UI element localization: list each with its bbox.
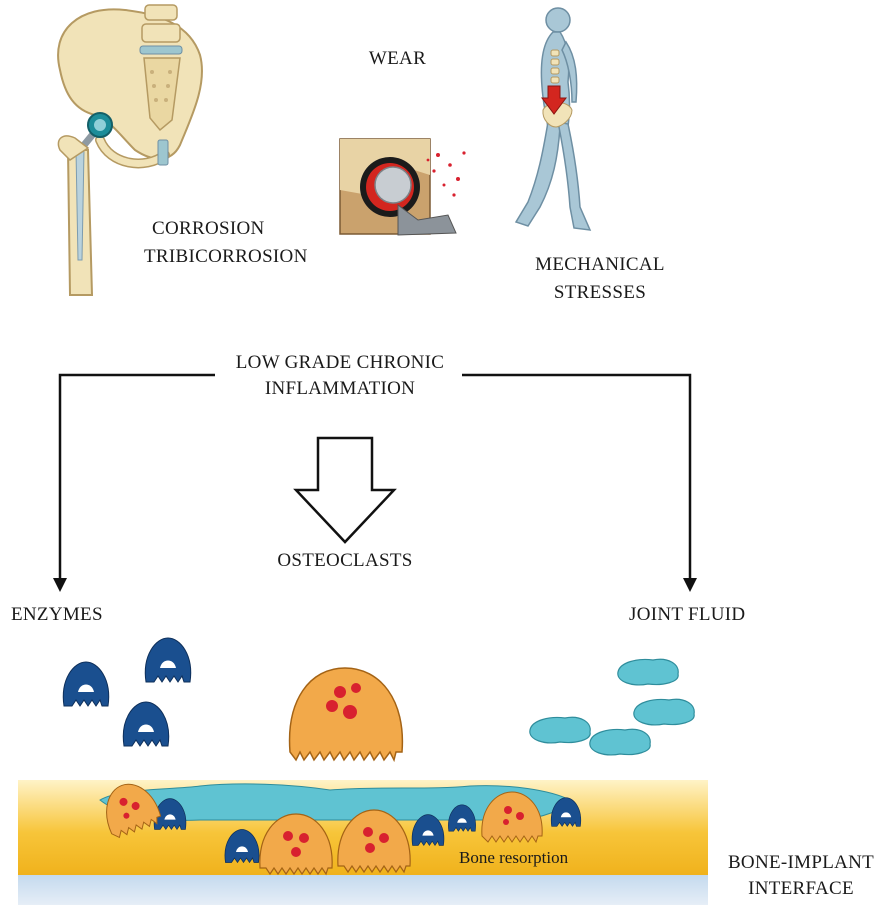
left-arrowhead bbox=[53, 578, 67, 592]
bone-resorption-label: Bone resorption bbox=[459, 848, 568, 868]
osteoclast-down-arrow bbox=[296, 438, 394, 542]
inflammation-line2-label: INFLAMMATION bbox=[210, 376, 470, 401]
enzyme-3 bbox=[123, 702, 168, 746]
wear-label: WEAR bbox=[355, 46, 440, 71]
stresses-label: STRESSES bbox=[500, 280, 700, 305]
joint-fluid-blob-4 bbox=[590, 729, 650, 755]
wear-closeup-illustration bbox=[338, 135, 478, 240]
cells-and-interface bbox=[0, 620, 884, 913]
joint-fluid-blob-3 bbox=[530, 717, 590, 743]
joint-fluid-blob-2 bbox=[634, 699, 694, 725]
right-arrowhead bbox=[683, 578, 697, 592]
enzyme-1 bbox=[63, 662, 108, 706]
implant-interface-layer bbox=[18, 875, 708, 905]
osteoclast-cell bbox=[290, 668, 403, 760]
joint-fluid-blob-1 bbox=[618, 659, 678, 685]
osteoclasts-label: OSTEOCLASTS bbox=[265, 548, 425, 573]
right-connector-line bbox=[462, 375, 690, 582]
left-connector-line bbox=[60, 375, 215, 582]
walking-figure-illustration bbox=[498, 2, 608, 240]
inflammation-line1-label: LOW GRADE CHRONIC bbox=[210, 350, 470, 375]
enzyme-2 bbox=[145, 638, 190, 682]
mechanical-label: MECHANICAL bbox=[500, 252, 700, 277]
tribicorrosion-label: TRIBICORROSION bbox=[144, 244, 308, 269]
corrosion-label: CORROSION bbox=[152, 216, 265, 241]
